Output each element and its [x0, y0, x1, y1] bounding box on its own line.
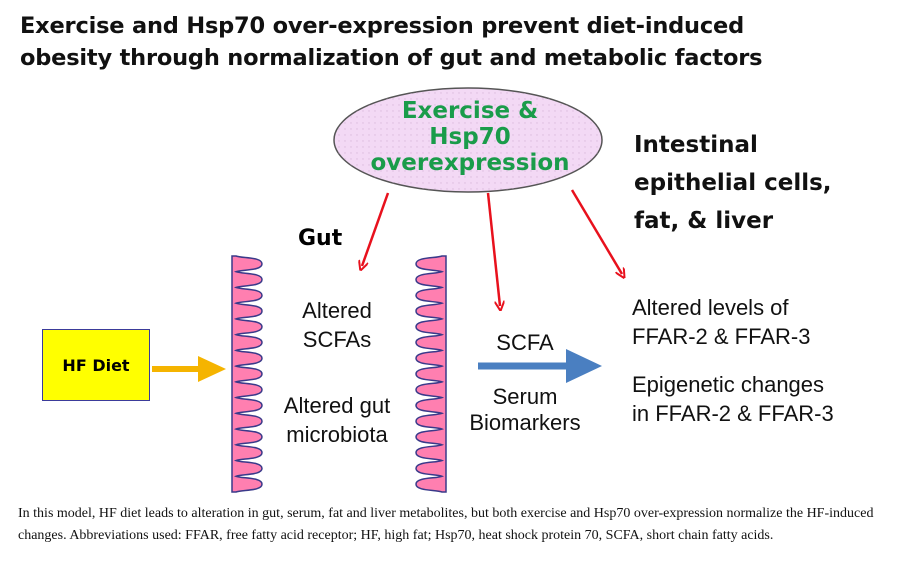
altered-scfas-line-1: Altered — [302, 298, 372, 323]
tissues-line-2: epithelial cells, — [634, 170, 832, 196]
figure-title: Exercise and Hsp70 over-expression preve… — [20, 10, 890, 74]
serum-arrow — [478, 349, 602, 383]
serum-biomarkers-label: Serum Biomarkers — [450, 384, 600, 436]
tissues-line-3: fat, & liver — [634, 208, 774, 234]
serum-line-2: Biomarkers — [469, 410, 581, 435]
altered-scfas-line-2: SCFAs — [302, 327, 372, 352]
gut-wall-right — [415, 255, 447, 493]
tissues-label: Intestinal epithelial cells, fat, & live… — [634, 126, 894, 240]
title-line-1: Exercise and Hsp70 over-expression preve… — [20, 13, 744, 39]
epigenetic-line-1: Epigenetic changes — [632, 372, 825, 397]
hf-diet-arrow — [152, 356, 226, 382]
altered-microbiota-label: Altered gut microbiota — [262, 391, 412, 449]
altered-microbiota-line-1: Altered gut — [283, 393, 391, 418]
arrow-to-gut — [362, 192, 390, 266]
villi-path — [231, 255, 263, 493]
hf-diet-label: HF Diet — [62, 355, 130, 375]
scfa-label: SCFA — [496, 330, 554, 355]
altered-levels-line-2: FFAR-2 & FFAR-3 — [632, 324, 811, 349]
gut-wall-left — [231, 255, 263, 493]
gut-title: Gut — [298, 226, 343, 251]
figure-caption: In this model, HF diet leads to alterati… — [18, 506, 874, 543]
intervention-line-2: Hsp70 — [429, 124, 511, 150]
epigenetic-changes-label: Epigenetic changes in FFAR-2 & FFAR-3 — [632, 370, 897, 428]
title-line-2: obesity through normalization of gut and… — [20, 45, 763, 71]
villi-path — [415, 255, 447, 493]
epigenetic-line-2: in FFAR-2 & FFAR-3 — [632, 401, 834, 426]
altered-levels-label: Altered levels of FFAR-2 & FFAR-3 — [632, 293, 897, 351]
arrow-to-serum — [486, 192, 500, 306]
altered-levels-line-1: Altered levels of — [632, 295, 789, 320]
serum-line-1: Serum — [492, 384, 558, 409]
intervention-line-3: overexpression — [370, 150, 570, 176]
altered-microbiota-line-2: microbiota — [286, 422, 388, 447]
arrow-to-tissues — [570, 189, 622, 274]
altered-scfas-label: Altered SCFAs — [262, 296, 412, 354]
intervention-line-1: Exercise & — [401, 98, 539, 124]
hf-diet-box: HF Diet — [42, 329, 150, 401]
intervention-label: Exercise & Hsp70 overexpression — [335, 98, 605, 176]
tissues-line-1: Intestinal — [634, 132, 758, 158]
